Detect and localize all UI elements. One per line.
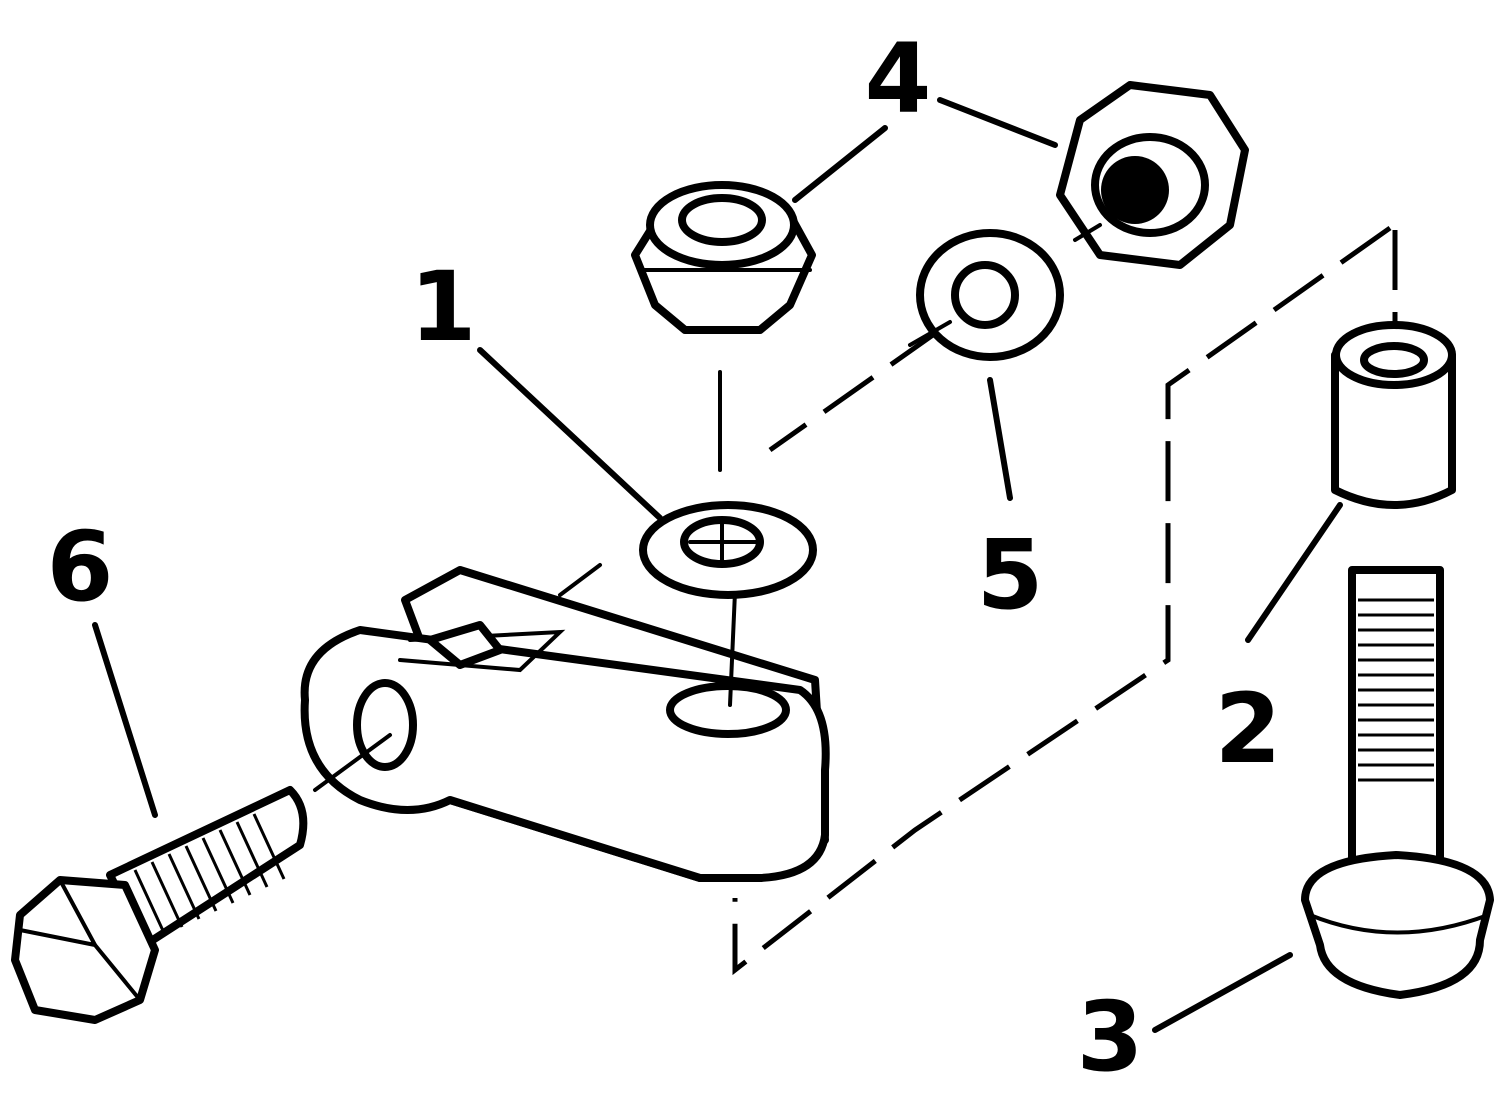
leader-lines [92,97,1343,1033]
part-1-washer [639,370,817,599]
callout-1: 1 [410,251,477,363]
callout-6: 6 [47,511,114,623]
part-4-lock-nut-left [631,181,816,334]
assembly-guide-lines [732,225,1398,976]
part-2-sleeve [1331,321,1456,509]
callout-2: 2 [1215,673,1282,785]
callout-labels: 1 2 3 4 5 6 [47,23,1282,1093]
callout-5: 5 [977,519,1044,631]
part-3-flange-bolt [1301,566,1494,999]
part-6-hex-bolt [11,786,308,1024]
callout-3: 3 [1077,981,1144,1093]
part-5-flat-washer [908,229,1064,361]
part-4-hex-nut-right [1056,81,1249,269]
clevis-lever [300,563,830,882]
callout-4: 4 [865,23,932,135]
